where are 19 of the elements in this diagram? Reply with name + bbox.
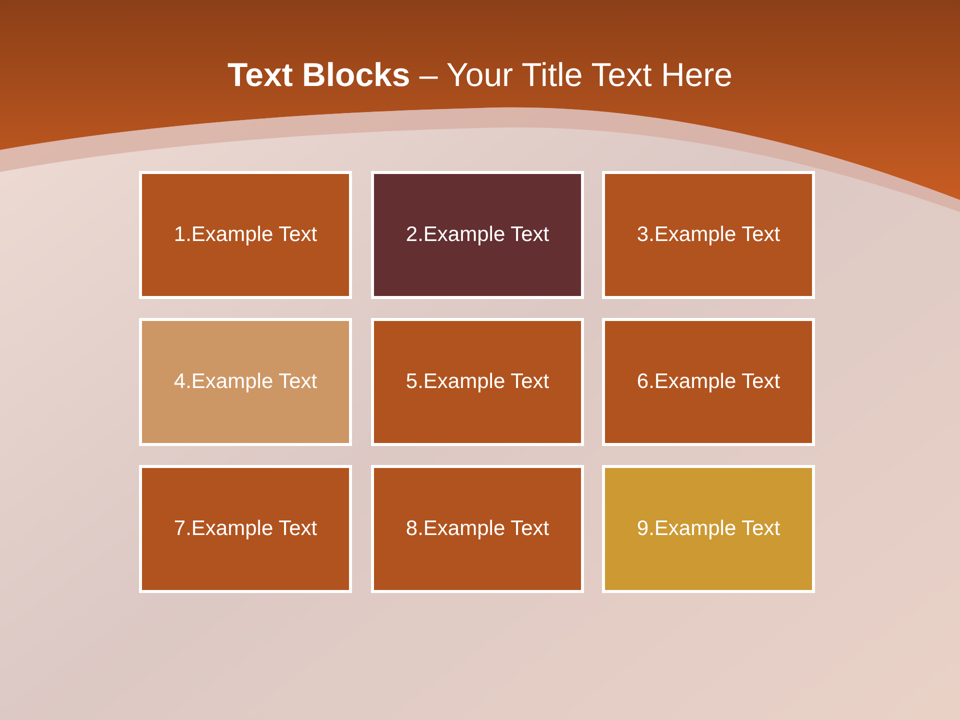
- block-text: 4.Example Text: [174, 370, 318, 394]
- slide-title: Text Blocks – Your Title Text Here: [226, 55, 734, 95]
- text-block: [602, 465, 815, 593]
- text-block: [602, 318, 815, 446]
- block-text: 2.Example Text: [406, 223, 550, 247]
- text-block: [602, 171, 815, 299]
- block-text: 8.Example Text: [406, 517, 550, 541]
- block-text: 5.Example Text: [406, 370, 550, 394]
- text-block: [139, 465, 352, 593]
- text-block: [139, 171, 352, 299]
- block-text: 6.Example Text: [636, 370, 780, 394]
- text-block: [139, 318, 352, 446]
- text-block: [371, 465, 584, 593]
- block-text: 1.Example Text: [174, 223, 318, 247]
- block-text: 3.Example Text: [636, 223, 780, 247]
- block-text: 7.Example Text: [174, 517, 318, 541]
- text-block: [371, 171, 584, 299]
- text-block: [371, 318, 584, 446]
- block-text: 9.Example Text: [636, 517, 780, 541]
